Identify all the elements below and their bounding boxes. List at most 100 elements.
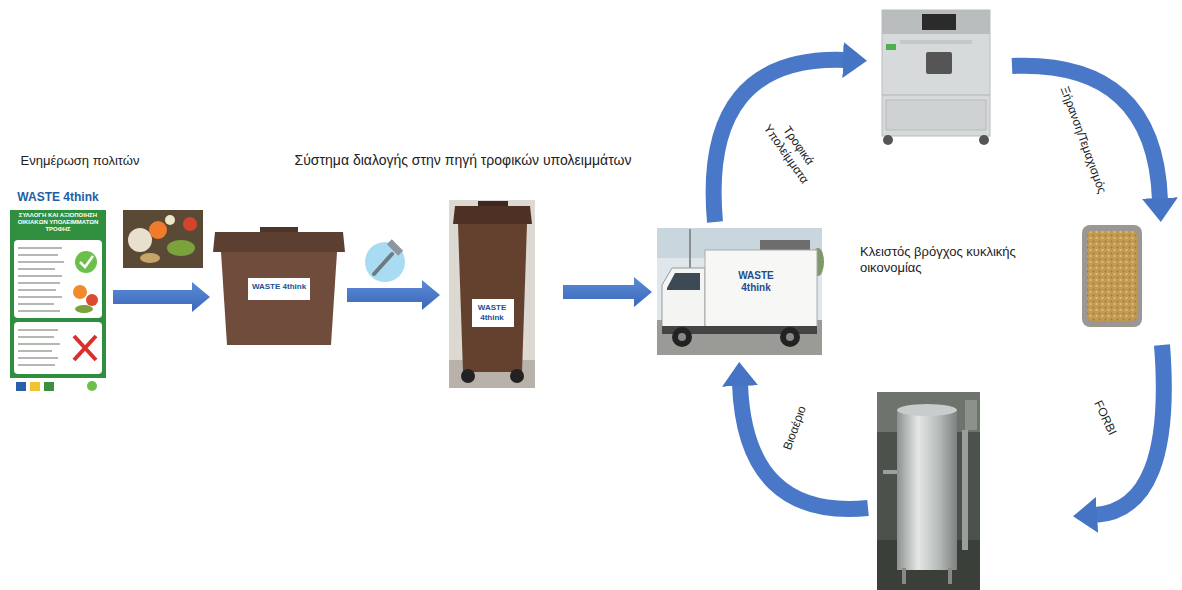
poster-illustration	[10, 186, 106, 395]
poster-illustration-part	[74, 336, 96, 360]
kitchen-bin-illustration-part	[213, 232, 345, 252]
digester-tank-part	[902, 568, 906, 584]
digester-tank-part	[877, 392, 980, 590]
poster-illustration-part-part	[18, 254, 58, 256]
dryer-machine-part	[882, 10, 990, 136]
food-waste-photo-part	[183, 217, 197, 231]
poster-illustration-part	[18, 248, 64, 311]
poster-illustration-part	[30, 382, 40, 391]
node-text: WASTE 4think	[249, 282, 309, 292]
food-waste-photo-part	[140, 253, 160, 263]
poster-illustration-part-part	[18, 303, 54, 305]
food-waste-photo-part	[123, 210, 203, 268]
poster-illustration-part-part	[18, 364, 55, 366]
poster-illustration-part-part	[18, 336, 54, 338]
poster-illustration-part-part	[18, 261, 64, 263]
flow-arrow	[347, 280, 440, 310]
food-waste-photo-part	[167, 240, 195, 256]
kitchen-bin-illustration-part	[221, 252, 337, 345]
truck-photo-part	[672, 327, 692, 347]
wheelie-bin-illustration-part	[449, 200, 535, 388]
cycle-arrows-part	[714, 60, 845, 222]
dryer-machine-part	[922, 14, 956, 30]
digester-tank-part	[965, 400, 977, 430]
flow-arrow	[113, 282, 210, 312]
wheelie-bin-illustration-part	[472, 299, 514, 327]
dryer-machine-part	[926, 52, 952, 74]
cycle-title: Κλειστός βρόγχος κυκλικής οικονομίας	[860, 244, 1040, 277]
poster-illustration-part-part	[18, 289, 56, 291]
dryer-machine	[882, 10, 990, 145]
kitchen-bin-illustration	[213, 227, 345, 345]
poster-illustration-part-part	[18, 310, 60, 312]
dryer-machine-part	[900, 40, 972, 44]
dryer-machine-part	[979, 135, 989, 145]
dryer-machine-part	[883, 135, 893, 145]
tool-icon	[365, 239, 405, 282]
cycle-arrows-part	[740, 384, 868, 509]
poster-illustration-part	[80, 256, 93, 267]
wheelie-bin-illustration-part	[453, 206, 532, 224]
digester-tank-part	[883, 470, 897, 474]
truck-photo-part	[657, 228, 822, 355]
digester-tank	[877, 392, 980, 590]
wheelie-bin-illustration-part	[461, 369, 475, 383]
flow-label: Βιοαέριο	[780, 404, 810, 452]
kitchen-bin-illustration-part	[248, 278, 310, 300]
poster-illustration-part	[75, 251, 97, 273]
flow-label: FORBI	[1090, 398, 1119, 438]
poster-illustration-part-part	[18, 350, 52, 352]
poster-illustration-part-part	[18, 357, 58, 359]
poster-illustration-part-part	[18, 296, 62, 298]
tool-icon-part	[387, 239, 403, 255]
poster-illustration-part	[10, 186, 106, 210]
poster-illustration-part	[16, 382, 26, 391]
dried-waste-tray-part	[1087, 231, 1137, 321]
wheelie-bin-illustration-part	[458, 224, 527, 372]
poster-illustration-part-part	[18, 343, 60, 345]
truck-photo	[657, 228, 824, 355]
dryer-machine-part	[886, 100, 986, 130]
food-waste-photo-part	[165, 215, 175, 225]
poster-illustration-part	[10, 378, 106, 395]
digester-tank-part	[962, 430, 968, 550]
tool-icon-part	[374, 254, 392, 274]
truck-photo-part	[662, 268, 705, 330]
poster-illustration-part	[86, 294, 98, 306]
dryer-machine-part	[882, 95, 990, 96]
dried-waste-tray	[1082, 225, 1142, 327]
dryer-machine-part	[882, 10, 990, 34]
truck-photo-part	[780, 327, 800, 347]
dryer-machine-part	[886, 44, 896, 50]
truck-photo-part	[705, 250, 817, 328]
truck-photo-part	[667, 273, 700, 290]
section-heading: Ενημέρωση πολιτών	[21, 153, 140, 169]
flow-label: Τροφικά Υπολείμματα	[755, 107, 828, 194]
poster-illustration-part	[87, 381, 97, 391]
poster-illustration-part	[75, 305, 93, 313]
food-waste-photo-part	[149, 221, 167, 239]
poster-illustration-part-part	[18, 329, 58, 331]
collection-truck: WASTE 4think	[657, 228, 822, 355]
node-text: WASTE 4think	[474, 303, 510, 322]
wheelie-bin-illustration-part	[510, 369, 524, 383]
poster-card: WASTE 4thinkΣΥΛΛΟΓΗ ΚΑΙ ΑΞΙΟΠΟΙΗΣΗ ΟΙΚΙΑ…	[10, 186, 106, 395]
wheelie-bin: WASTE 4think	[449, 200, 535, 388]
dried-waste-tray-part	[1082, 225, 1142, 327]
poster-illustration-part	[18, 330, 60, 365]
poster-illustration-part-part	[18, 275, 62, 277]
poster-illustration-part	[14, 240, 102, 318]
node-text: WASTE 4think	[725, 270, 787, 293]
poster-illustration-part	[73, 285, 87, 299]
truck-photo-part	[786, 333, 794, 341]
poster-illustration-part	[10, 186, 106, 395]
flow-arrow	[563, 277, 652, 307]
food-waste-photo	[123, 210, 203, 268]
digester-tank-part	[897, 410, 957, 570]
poster-illustration-part-part	[18, 247, 62, 249]
food-waste-photo-part	[128, 228, 152, 252]
node-text: ΣΥΛΛΟΓΗ ΚΑΙ ΑΞΙΟΠΟΙΗΣΗ ΟΙΚΙΑΚΩΝ ΥΠΟΛΕΙΜΜ…	[14, 212, 102, 233]
kitchen-bin: WASTE 4think	[213, 230, 345, 347]
digester-tank-part	[948, 568, 952, 584]
